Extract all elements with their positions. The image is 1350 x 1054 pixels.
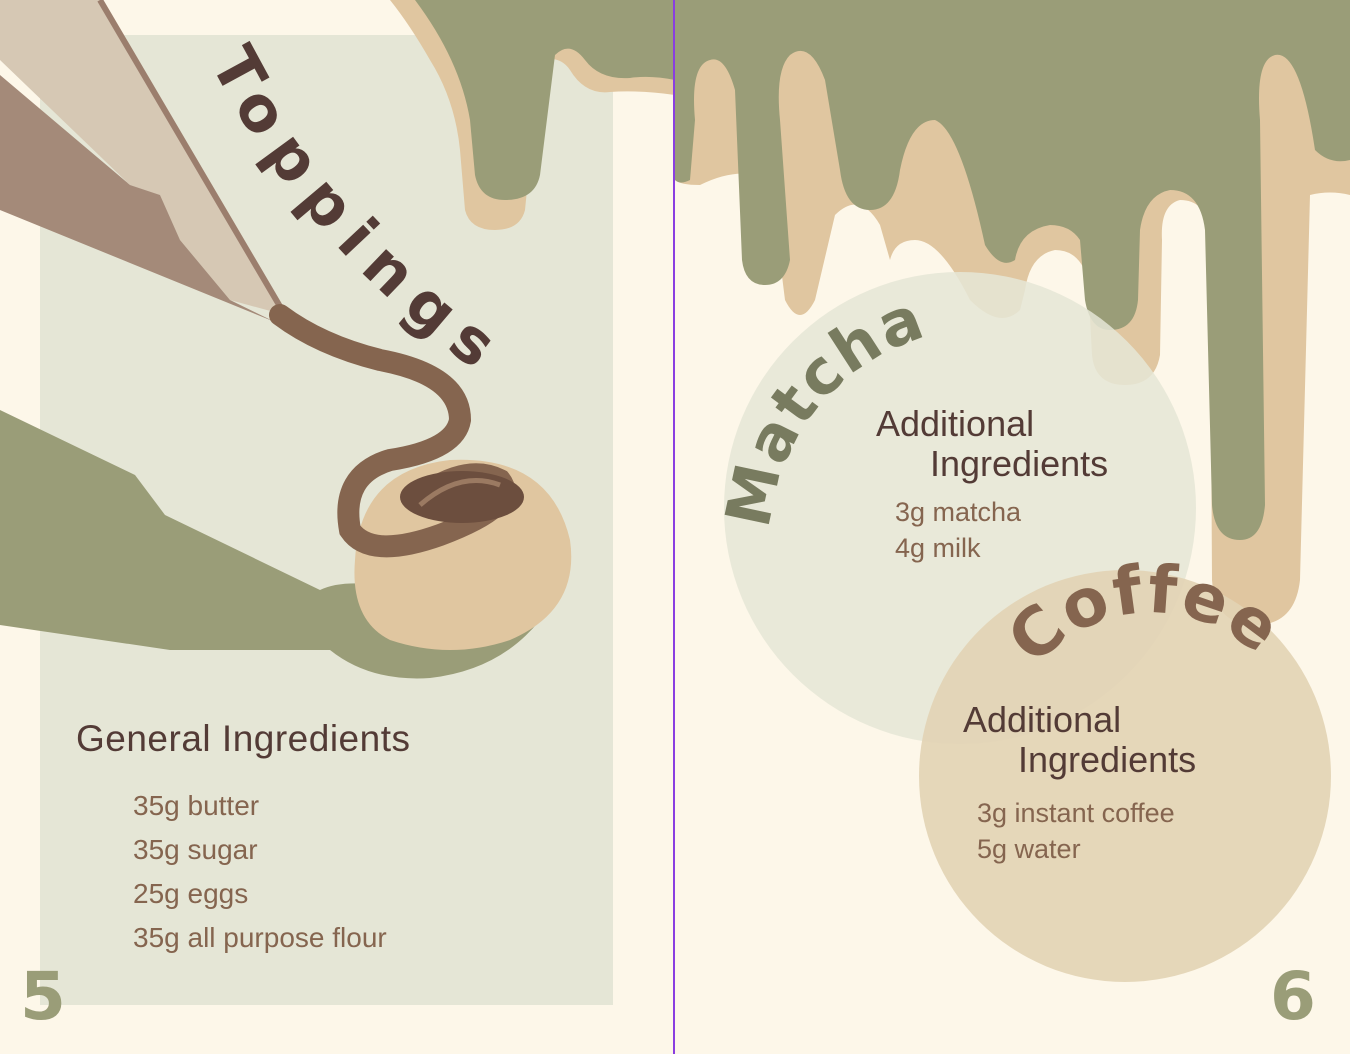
ingredient-item: 3g instant coffee (977, 798, 1175, 828)
swirl-highlight (418, 478, 501, 507)
piping-bag-edge (97, 0, 288, 317)
page-number-left: 5 (20, 958, 66, 1035)
piping-bag-light (0, 0, 285, 315)
coffee-ingredients-list: 3g instant coffee 5g water (977, 795, 1175, 867)
green-drip-right (675, 0, 1350, 540)
general-ingredients-list: 35g butter 35g sugar 25g eggs 35g all pu… (133, 784, 387, 960)
page-number-right: 6 (1270, 958, 1316, 1035)
chocolate-swirl (400, 471, 524, 523)
matcha-ingredients-list: 3g matcha 4g milk (895, 494, 1021, 566)
ingredient-item: 5g water (977, 834, 1081, 864)
general-ingredients-heading: General Ingredients (76, 718, 411, 759)
ingredient-item: 35g sugar (133, 834, 258, 865)
green-drip-left (415, 0, 675, 200)
coffee-heading-line2: Ingredients (1018, 739, 1197, 780)
ingredient-item: 35g all purpose flour (133, 922, 387, 953)
piping-bag-dark (0, 75, 275, 322)
matcha-heading-line2: Ingredients (930, 443, 1109, 484)
matcha-heading-line1: Additional (876, 403, 1035, 444)
ingredient-item: 3g matcha (895, 497, 1022, 527)
ingredient-item: 4g milk (895, 533, 981, 563)
coffee-circle (919, 570, 1331, 982)
ingredient-item: 35g butter (133, 790, 260, 821)
ingredient-item: 25g eggs (133, 878, 249, 909)
coffee-heading-line1: Additional (963, 699, 1122, 740)
